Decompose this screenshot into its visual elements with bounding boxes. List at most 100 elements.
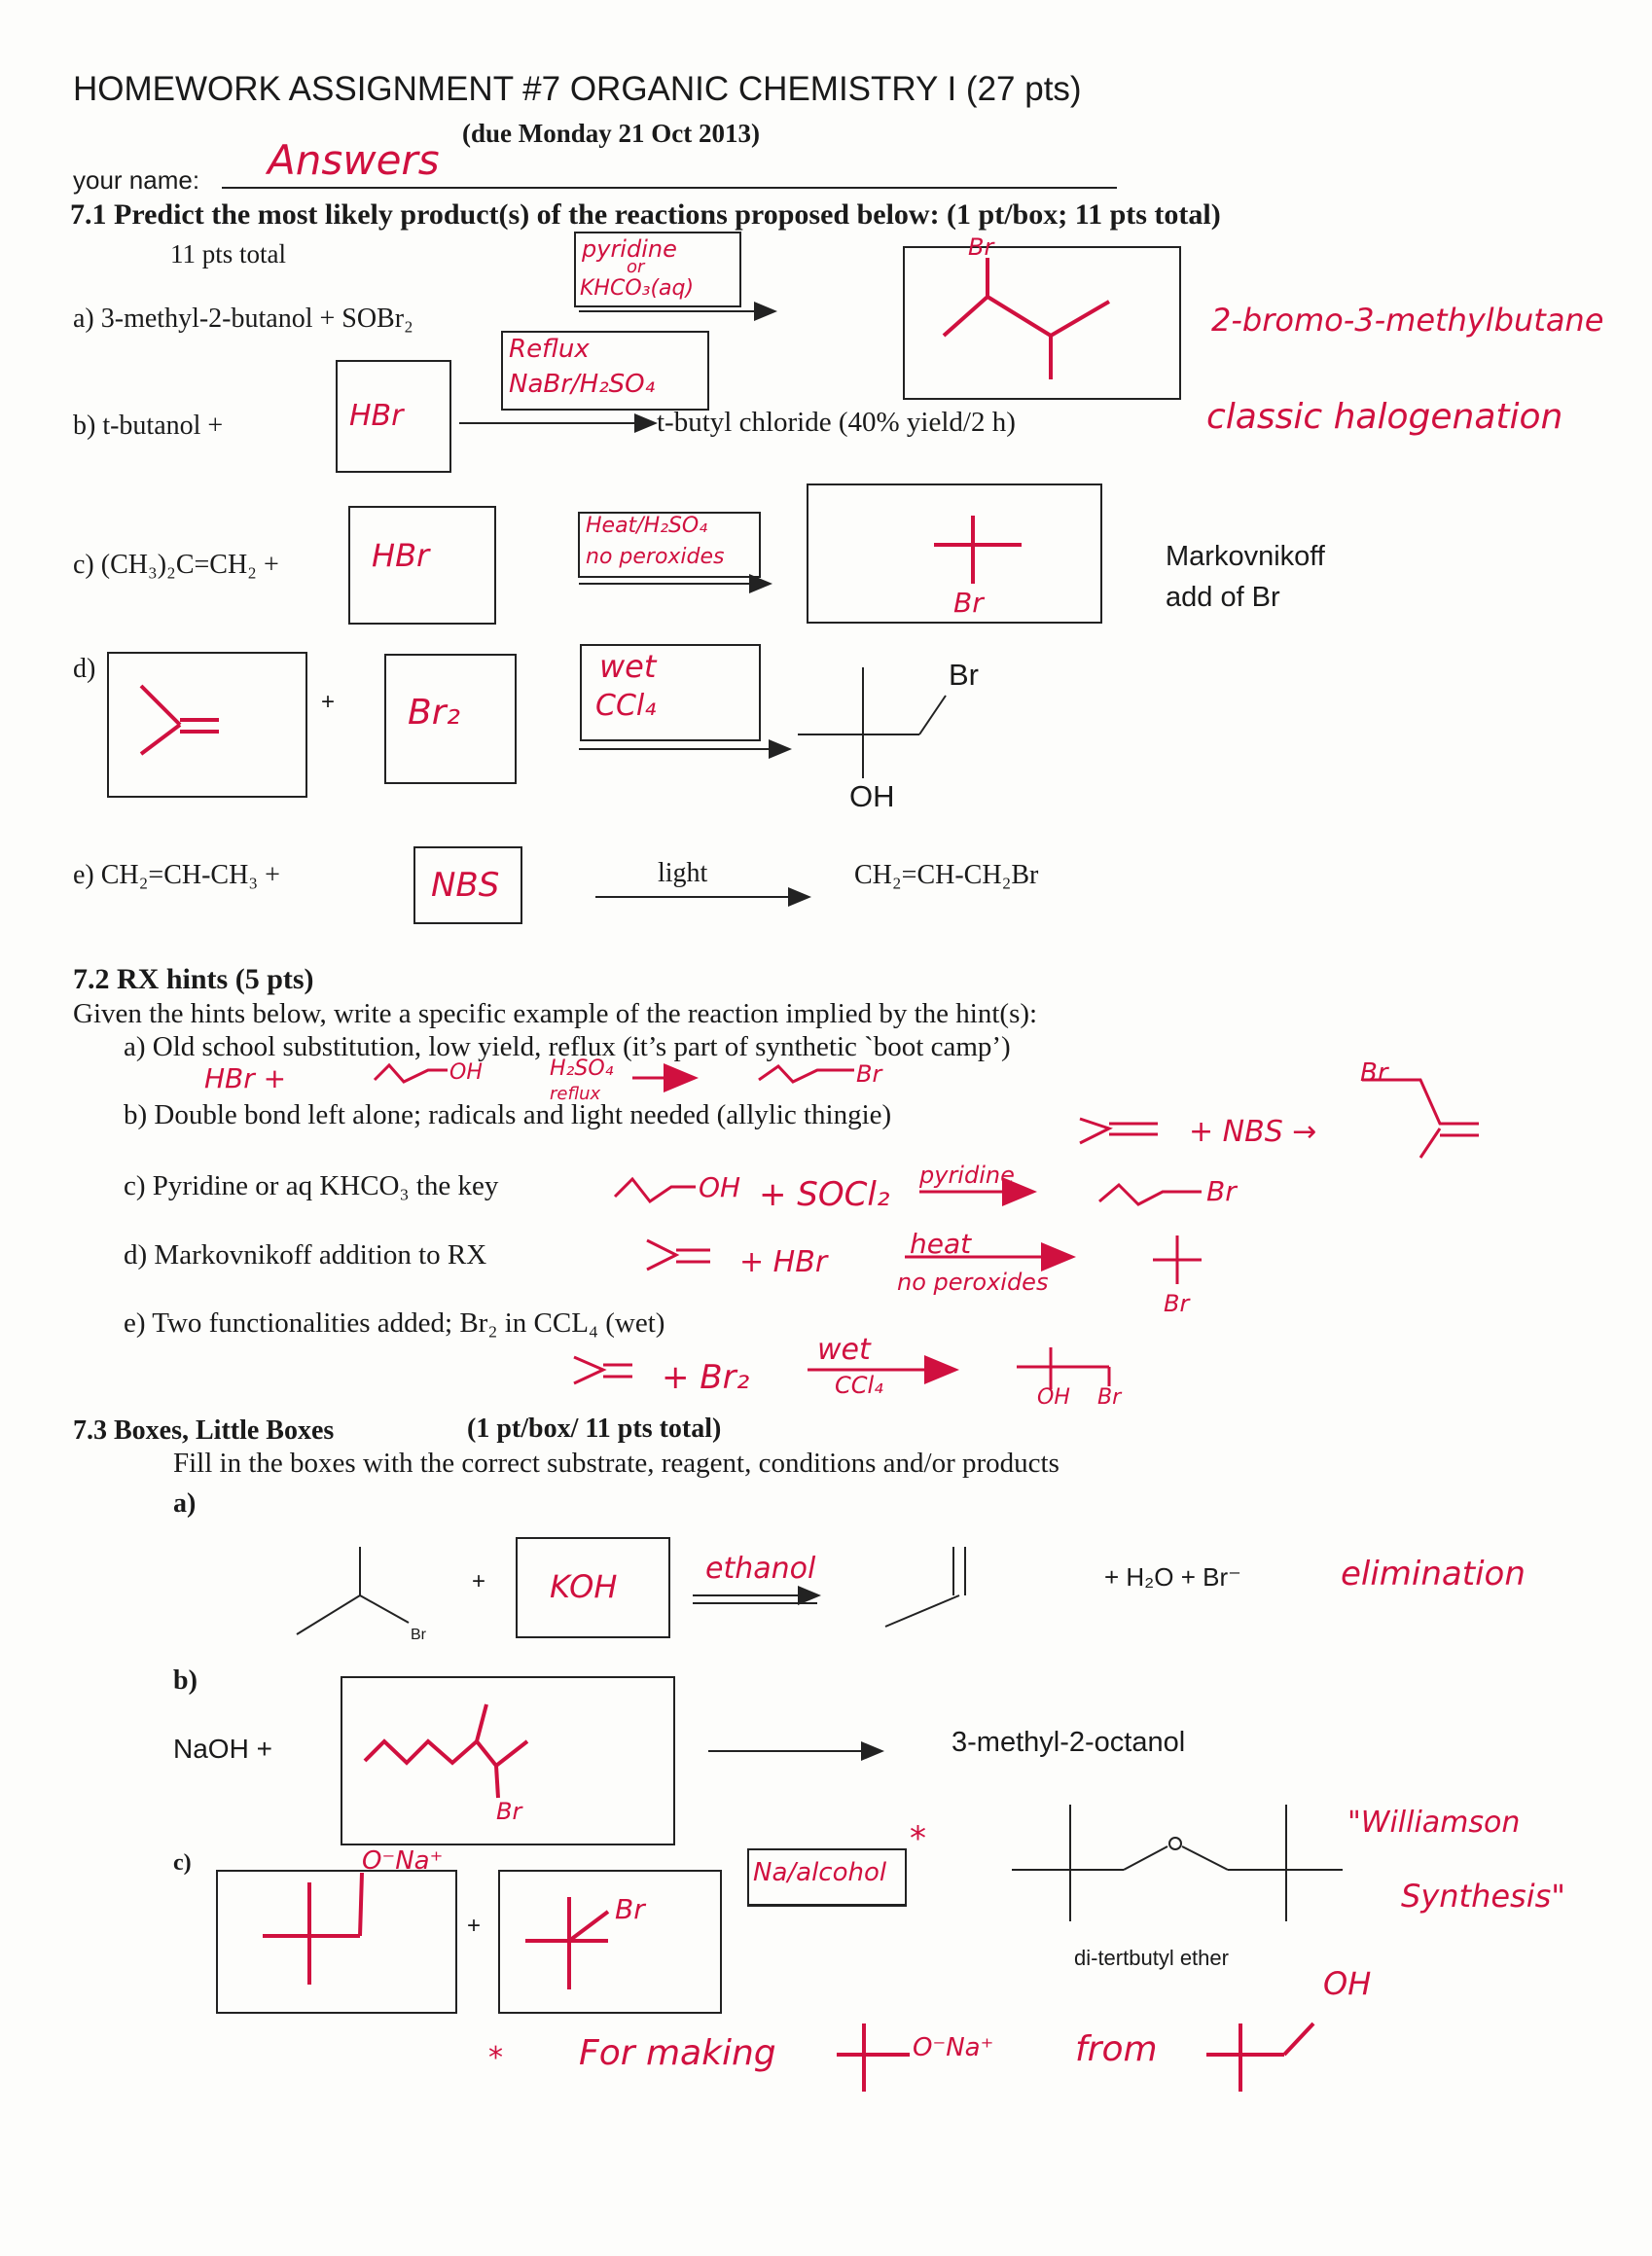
q71d-label: d) [73,654,96,684]
q71d-reagent: Br₂ [408,693,460,733]
q72e-ans-oh: OH [1037,1385,1070,1410]
q72a-ans-cond1: H₂SO₄ [550,1056,614,1081]
q71b-conditions-box: Reflux NaBr/H₂SO₄ [501,331,709,411]
q72d-ans-cond1: heat [910,1228,972,1260]
q73b-substrate-box [341,1676,675,1845]
q72a-ans-hbr: HBr + [204,1062,287,1094]
q71c-product-box [807,483,1102,624]
q71b-cond-reflux: Reflux [509,335,590,364]
q71c-note-1: Markovnikoff [1166,541,1325,572]
q71c-conditions-box: Heat/H₂SO₄ no peroxides [578,512,761,578]
q71a-note: 2-bromo-3-methylbutane [1211,302,1604,339]
name-line [222,187,1117,189]
q72e-ans-cond2: CCl₄ [835,1372,883,1399]
q72a-ans-oh: OH [449,1060,483,1085]
q73c-reagent-structure [525,1897,610,1989]
q71e-cond: light [658,858,708,888]
q72a-ans-br: Br [856,1060,882,1088]
q73c-product: di-tertbutyl ether [1074,1946,1229,1970]
q73c-note-1: "Williamson [1347,1806,1521,1840]
q71e-reagent-box: NBS [413,846,522,924]
q72d-ans-br: Br [1164,1290,1190,1317]
q71a-label: a) 3-methyl-2-butanol + SOBr₂ [73,304,413,334]
q73c-substrate-structure [263,1872,364,1985]
q73a-plus: + [472,1568,486,1594]
q71d-substrate-box [107,652,307,798]
q73c-label: c) [173,1850,192,1876]
q73a-reagent: KOH [550,1568,618,1605]
q73b-substrate-br: Br [496,1798,522,1825]
q71c-product-structure [934,516,1022,584]
q72d-label: d) Markovnikoff addition to RX [124,1239,487,1271]
q73b-substrate-structure [363,1703,529,1799]
q72c-ans-br: Br [1206,1175,1237,1207]
q71e-product: CH₂=CH-CH₂Br [854,860,1039,890]
q71d-product-br: Br [949,658,979,692]
q72a-label: a) Old school substitution, low yield, r… [124,1031,1011,1062]
q73a-label: a) [173,1488,197,1519]
q73a-cond: ethanol [705,1552,816,1586]
q73a-reagent-box: KOH [516,1537,670,1638]
q72-answer-sketches [373,1062,1479,1389]
assignment-title: HOMEWORK ASSIGNMENT #7 ORGANIC CHEMISTRY… [73,70,1082,108]
q72a-ans-cond2: reflux [550,1084,601,1104]
q71b-label: b) t-butanol + [73,411,224,441]
q73c-note-2: Synthesis" [1401,1878,1565,1915]
q72b-label: b) Double bond left alone; radicals and … [124,1099,892,1130]
q72d-ans-cond2: no peroxides [897,1269,1049,1296]
q73b-naoh: NaOH + [173,1734,272,1764]
q73c-substrate-box [216,1870,457,2014]
q71a-product-structure [942,258,1111,379]
name-answer: Answers [268,136,440,184]
q71a-cond-pyridine: pyridine [582,235,677,263]
footnote-ona: O⁻Na⁺ [913,2033,994,2062]
q71a-product-box [903,246,1181,400]
q71c-cond-noperox: no peroxides [586,545,725,569]
q73c-reagent-box [498,1870,722,2014]
q72d-ans-hbr: + HBr [739,1245,828,1279]
section-7-3-points: (1 pt/box/ 11 pts total) [467,1414,722,1444]
q72c-label: c) Pyridine or aq KHCO₃ the key [124,1170,499,1201]
q71c-reagent-box: HBr [348,506,496,625]
q71b-reagent: HBr [349,399,404,433]
q71d-conditions-box: wet CCl₄ [580,644,761,741]
q71e-reagent: NBS [431,866,500,905]
q71c-note-2: add of Br [1166,582,1280,613]
q71b-product: t-butyl chloride (40% yield/2 h) [657,407,1016,438]
q72e-ans-br: Br [1097,1385,1122,1410]
q71b-reagent-box: HBr [336,360,451,473]
q72c-ans-cond: pyridine [919,1162,1015,1189]
q73c-product-structure [1012,1805,1343,1921]
q71e-label: e) CH₂=CH-CH₃ + [73,860,280,890]
q71d-product-oh: OH [849,779,895,813]
q73c-reagent-br: Br [615,1893,645,1925]
q71c-label: c) (CH₃)₂C=CH₂ + [73,550,279,580]
q71d-reagent-box: Br₂ [384,654,517,784]
due-date: (due Monday 21 Oct 2013) [462,119,760,148]
q71a-conditions-box: pyridine or KHCO₃(aq) [574,232,741,307]
q73b-product: 3-methyl-2-octanol [952,1727,1186,1758]
section-7-3-intro: Fill in the boxes with the correct subst… [173,1448,1059,1479]
q73a-note: elimination [1341,1555,1526,1594]
q73c-plus: + [467,1913,482,1939]
q71a-cond-or: or [627,257,645,277]
q72b-ans-br: Br [1360,1058,1388,1088]
footnote-oh: OH [1323,1965,1372,2002]
section-7-1-subtotal: 11 pts total [170,239,286,269]
section-7-3-heading: 7.3 Boxes, Little Boxes [73,1415,335,1446]
q73a-product-structure [884,1547,966,1628]
q73c-star: * [910,1819,926,1858]
q72e-label: e) Two functionalities added; Br₂ in CCL… [124,1307,665,1339]
q72e-ans-cond1: wet [817,1333,871,1367]
q72e-ans-br2: + Br₂ [662,1358,750,1397]
q72b-ans-nbs: + NBS → [1189,1115,1317,1149]
q73a-substrate-structure [296,1547,410,1635]
q73a-byproducts: + H₂O + Br⁻ [1104,1562,1241,1592]
q72c-ans-socl2: + SOCl₂ [759,1175,890,1214]
q71d-substrate-structure [139,684,219,756]
name-label: your name: [73,165,200,195]
q71d-cond-ccl4: CCl₄ [595,689,657,723]
footnote-from: from [1075,2029,1158,2069]
footnote-structures [837,2022,1315,2092]
